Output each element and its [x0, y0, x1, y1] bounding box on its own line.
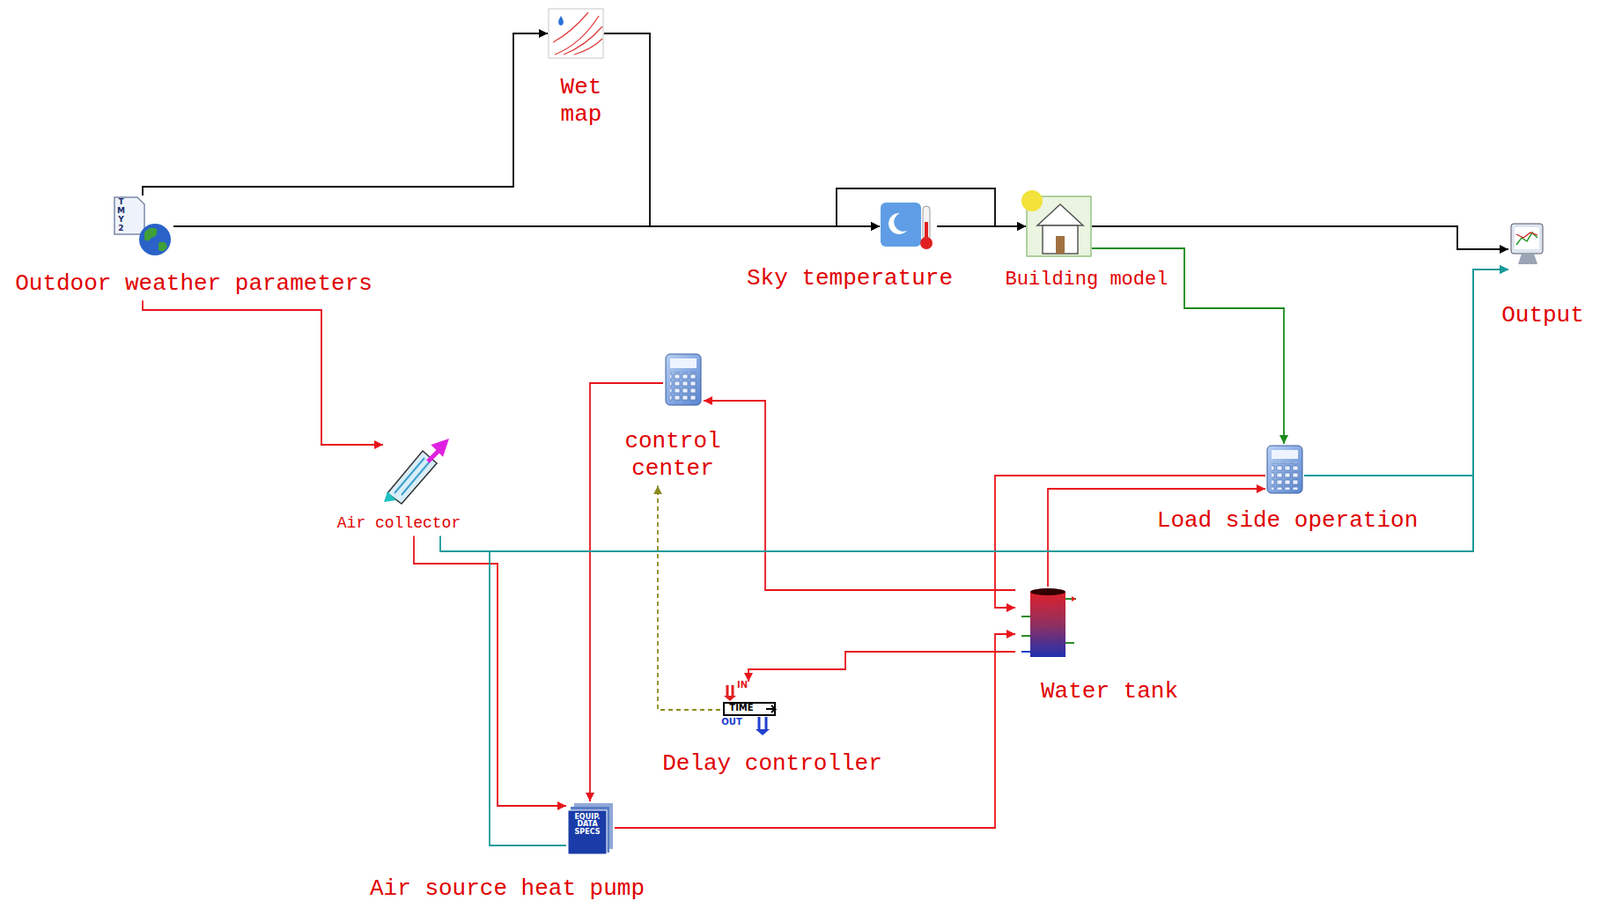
signal-connector	[657, 485, 721, 710]
component-label: Load side operation	[1157, 507, 1418, 535]
component-label: Output	[1501, 302, 1585, 330]
component-node: Air collector	[383, 438, 450, 502]
icon-caption: EQUIP. DATA SPECS	[568, 813, 606, 836]
psychrometric-chart-icon	[548, 8, 604, 59]
component-node: Load side operation	[1265, 443, 1305, 495]
component-label: Wet map	[545, 73, 617, 129]
component-label: Air source heat pump	[369, 875, 645, 903]
icon-caption: TMY2	[117, 198, 126, 234]
component-label: Delay controller	[662, 750, 883, 778]
component-node: control center	[663, 352, 704, 409]
water-tank-icon	[1021, 588, 1077, 657]
signal-connector	[142, 33, 548, 196]
signal-connector	[703, 400, 1016, 590]
icon-caption: TIME	[723, 703, 760, 714]
sky-temperature-icon	[880, 202, 933, 250]
signal-connector	[1091, 226, 1509, 250]
signal-connector	[995, 475, 1266, 608]
signal-connector	[748, 651, 1016, 682]
component-label: Outdoor weather parameters	[14, 270, 373, 298]
signal-connector	[173, 188, 1026, 227]
component-label: Water tank	[1040, 678, 1179, 706]
component-label: Building model	[1005, 268, 1169, 292]
component-label: control center	[615, 427, 730, 483]
delay-controller-icon	[723, 685, 775, 736]
icon-caption: IN	[734, 680, 751, 691]
signal-connector	[142, 300, 384, 445]
signal-connector	[604, 33, 880, 227]
component-node: Wet map	[547, 7, 605, 59]
signal-connector	[1304, 269, 1509, 476]
signal-connector	[489, 269, 1509, 846]
component-node: Sky temperature	[879, 201, 937, 253]
component-node: Building model	[1025, 195, 1092, 258]
signal-connector	[1047, 488, 1266, 587]
weather-icon	[114, 197, 171, 256]
component-node: Water tank	[1015, 586, 1080, 662]
component-label: Air collector	[337, 514, 461, 534]
calculator-icon	[665, 353, 1303, 494]
component-node: Output	[1508, 221, 1544, 277]
component-label: Sky temperature	[746, 265, 953, 293]
signal-connector	[614, 634, 1016, 828]
icon-caption: OUT	[720, 717, 744, 728]
signal-connector	[440, 269, 1509, 552]
air-collector-icon	[383, 442, 446, 504]
building-icon	[1021, 190, 1092, 257]
monitor-icon	[1511, 223, 1543, 265]
heat-pump-icon	[567, 803, 613, 855]
